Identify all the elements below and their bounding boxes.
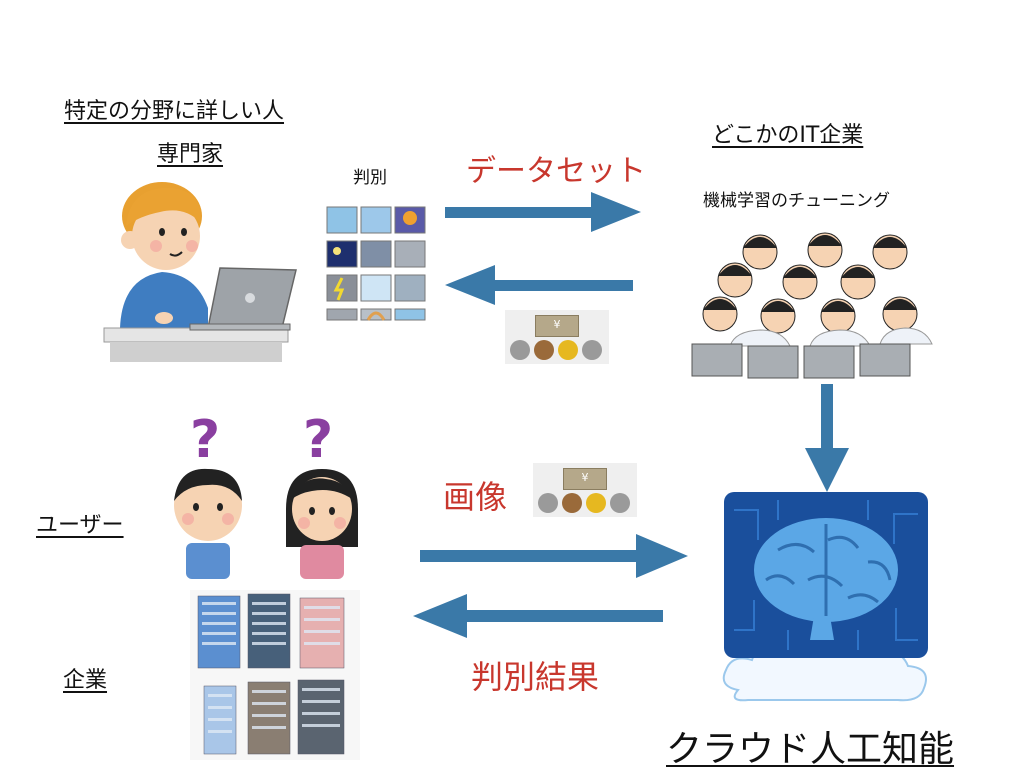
coin-silver-2 — [582, 340, 602, 360]
discrimination-label: 判別 — [353, 168, 387, 188]
question-mark-2: ? — [303, 410, 334, 470]
coin-gold-b — [586, 493, 606, 513]
dataset-arrow-right — [445, 192, 641, 232]
image-label: 画像 — [443, 478, 508, 516]
company-buildings-illustration — [190, 590, 360, 760]
coin-gold — [558, 340, 578, 360]
company-label: 企業 — [63, 668, 108, 693]
bill-symbol: ¥ — [553, 318, 561, 331]
ml-tuning-label: 機械学習のチューニング — [703, 191, 890, 211]
bill-bottom: ¥ — [563, 468, 607, 490]
image-arrow-right — [420, 534, 688, 578]
cloud-ai-illustration — [722, 492, 928, 702]
expert-illustration — [103, 182, 297, 362]
engineer-group-illustration — [691, 232, 933, 379]
dataset-label: データセット — [466, 154, 646, 189]
bill-top: ¥ — [535, 315, 579, 337]
it-company-title: どこかのIT企業 — [712, 123, 864, 148]
expert-title-line2: 専門家 — [157, 142, 224, 167]
bill-symbol-bottom: ¥ — [581, 471, 589, 484]
expert-title-line1: 特定の分野に詳しい人 — [64, 99, 285, 124]
coin-bronze — [534, 340, 554, 360]
tuning-arrow-down — [805, 384, 849, 492]
question-mark-1: ? — [190, 410, 221, 470]
coin-bronze-b — [562, 493, 582, 513]
user-man-illustration — [174, 468, 242, 579]
coin-silver-b — [538, 493, 558, 513]
coin-silver-b2 — [610, 493, 630, 513]
weather-image-grid — [326, 206, 426, 321]
result-label: 判別結果 — [471, 658, 600, 696]
user-label: ユーザー — [36, 513, 124, 538]
payment-arrow-left — [445, 265, 633, 305]
cloud-ai-title: クラウド人工知能 — [666, 729, 955, 770]
coin-silver — [510, 340, 530, 360]
result-arrow-left — [413, 594, 663, 638]
user-woman-illustration — [286, 469, 358, 579]
